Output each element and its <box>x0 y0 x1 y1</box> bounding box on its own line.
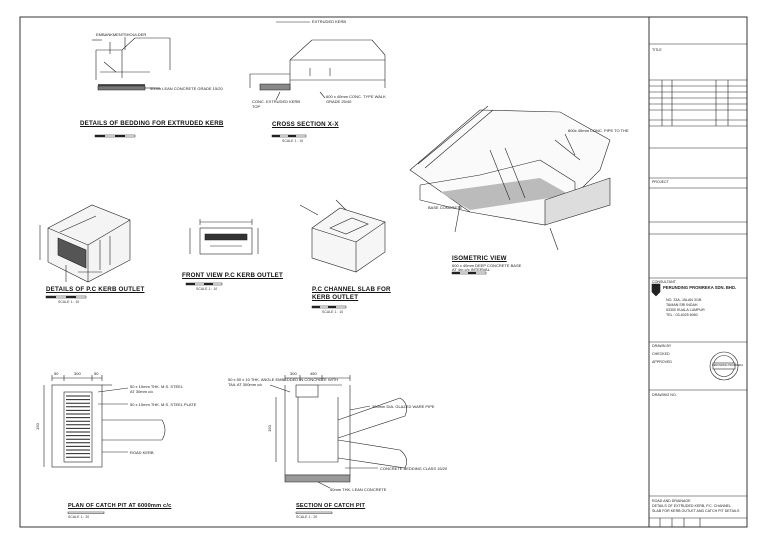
tb-address-1: NO. 33A, JALAN 3/1B <box>666 298 702 302</box>
tb-checked-label: CHECKED <box>652 352 670 356</box>
tb-stamp-text: PERUNDING PROMREKA <box>712 364 744 367</box>
title-channel-slab-1: P.C CHANNEL SLAB FOR <box>312 286 391 293</box>
label-angle-embedded: 50 x 50 x 10 THK. ANGLE EMBEDDED IN CONC… <box>228 377 339 382</box>
dim-section-1: 300 <box>290 371 297 376</box>
label-steel-30mm: 50 x 10mm THK. M.S. STEEL AT 30mm c/c <box>130 384 183 394</box>
label-tail: TAIL AT 300mm c/c <box>228 382 263 387</box>
label-conc-pipe: 600x 40mm CONC. PIPE TO THE <box>568 128 629 133</box>
label-walk-grade: 600 x 40mm CONC. TYPE WALK GRADE 25/40 <box>326 94 386 104</box>
tb-drawing-title-1: ROAD AND DRAINAGE <box>652 499 691 503</box>
label-concrete-bedding: CONCRETE BEDDING CLASS 15/20 <box>380 466 448 471</box>
label-steel-plate: 50 x 10mm THK. M.S. STEEL PLATE <box>130 402 197 407</box>
tb-drawing-title-3: SLAB FOR KERB OUTLET AND CATCH PIT DETAI… <box>652 509 740 513</box>
tb-address-3: 53300 KUALA LUMPUR <box>666 308 705 312</box>
scale-cross-section: SCALE 1 : 10 <box>282 139 304 143</box>
scale-kerb-outlet: SCALE 1 : 10 <box>58 300 80 304</box>
label-base-concrete: BASE CONCRETE <box>428 205 463 210</box>
label-interval: AT 4m c/c INTERVAL <box>452 267 490 272</box>
dim-plan-4: 150 <box>34 423 40 430</box>
tb-consultant-name: PERUNDING PROMREKA SDN. BHD. <box>663 285 737 290</box>
label-lean-concrete: 50mm LEAN CONCRETE GRADE 15/20 <box>150 86 223 91</box>
scale-section-catch-pit: SCALE 1 : 20 <box>296 515 318 519</box>
tb-project-label: PROJECT <box>652 180 669 184</box>
tb-title-label: TITLE <box>652 48 662 52</box>
scale-channel-slab: SCALE 1 : 10 <box>322 310 344 314</box>
title-plan-catch-pit: PLAN OF CATCH PIT AT 6000mm c/c <box>68 503 172 509</box>
label-extruded-kerb: EXTRUDED KERB <box>312 19 347 24</box>
tb-drawing-no-label: DRAWING NO. <box>652 393 677 397</box>
title-kerb-outlet: DETAILS OF P.C KERB OUTLET <box>46 286 145 293</box>
title-channel-slab-2: KERB OUTLET <box>312 294 359 301</box>
title-kerb-bedding: DETAILS OF BEDDING FOR EXTRUDED KERB <box>80 120 224 127</box>
tb-address-2: TAMAN SRI INDAH <box>666 303 698 307</box>
dim-plan-3: 50 <box>94 371 99 376</box>
dim-section-2: 450 <box>310 371 317 376</box>
dim-plan-1: 50 <box>54 371 59 376</box>
label-glazed-pipe: 300mm DIA. GLAZED WARE PIPE <box>372 404 435 409</box>
label-conc-kerb-top: CONC. EXTRUDED KERB TOP <box>252 99 301 109</box>
label-lean-concrete-50: 50mm THK. LEAN CONCRETE <box>330 487 387 492</box>
label-deep-base: 600 x 40mm DEEP CONCRETE BASE <box>452 263 522 268</box>
tb-consultant-label: CONSULTANT <box>652 280 676 284</box>
label-embankment: EMBANKMENT <box>96 32 125 37</box>
scale-front-view: SCALE 1 : 10 <box>196 287 218 291</box>
label-road-kerb: ROAD KERB <box>130 450 154 455</box>
tb-drawing-title-2: DETAILS OF EXTRUDED KERB, P.C. CHANNEL <box>652 504 731 508</box>
scale-plan-catch-pit: SCALE 1 : 20 <box>68 515 90 519</box>
title-front-view: FRONT VIEW P.C KERB OUTLET <box>182 272 283 279</box>
label-shoulder: SHOULDER <box>124 32 147 37</box>
title-section-catch-pit: SECTION OF CATCH PIT <box>296 503 366 509</box>
dim-section-3: 150 <box>266 425 272 432</box>
tb-approved-label: APPROVED <box>652 360 672 364</box>
title-isometric: ISOMETRIC VIEW <box>452 255 507 262</box>
tb-drawn-label: DRAWN BY <box>652 344 672 348</box>
title-cross-section: CROSS SECTION X-X <box>272 121 339 128</box>
dim-plan-2: 300 <box>74 371 81 376</box>
tb-tel: TEL : 03-4025 6060 <box>666 313 698 317</box>
